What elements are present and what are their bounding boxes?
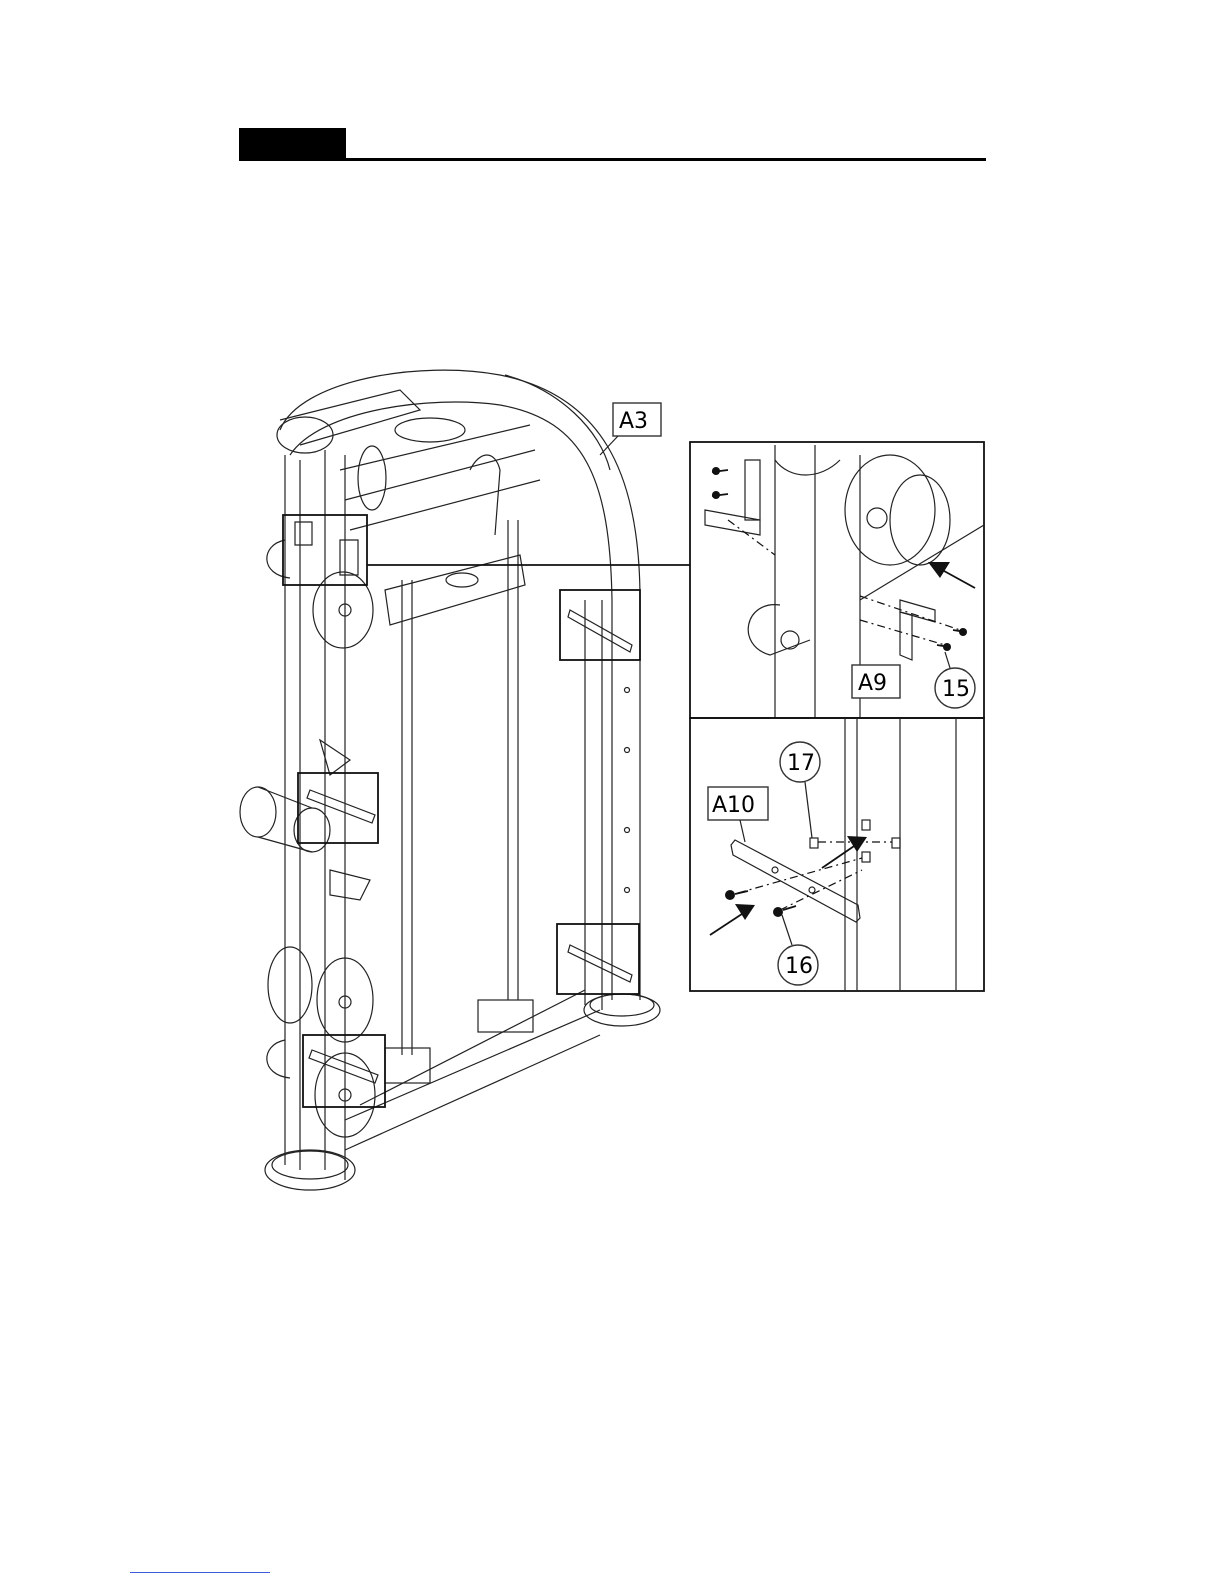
- svg-text:A3: A3: [619, 409, 648, 434]
- footer-link-underline[interactable]: [130, 1572, 270, 1573]
- detail-panel-a10: [690, 718, 984, 991]
- label-a9: A9: [852, 665, 900, 698]
- svg-text:A9: A9: [858, 671, 887, 696]
- svg-text:15: 15: [942, 677, 970, 702]
- label-a3: A3: [600, 403, 661, 455]
- detail-box-lower-plate: [557, 924, 639, 994]
- svg-text:16: 16: [785, 954, 813, 979]
- svg-text:17: 17: [787, 751, 815, 776]
- callout-16: 16: [778, 915, 818, 985]
- detail-box-upper-plate: [560, 590, 640, 660]
- label-a10: A10: [708, 787, 768, 842]
- svg-text:A10: A10: [712, 793, 755, 818]
- callout-17: 17: [780, 742, 820, 838]
- callout-15: 15: [935, 652, 975, 708]
